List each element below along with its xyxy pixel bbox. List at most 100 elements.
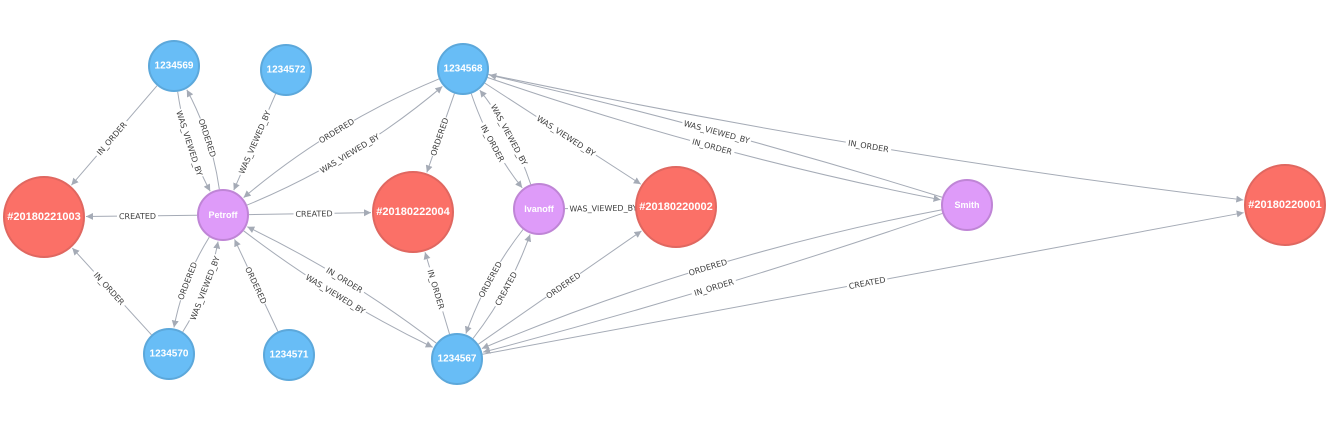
relationship-label-background <box>173 107 206 179</box>
product-node[interactable]: 1234568 <box>437 43 489 95</box>
product-node[interactable]: 1234572 <box>260 44 312 96</box>
relationship-label-background <box>174 259 200 302</box>
order-node[interactable]: #20180220002 <box>635 166 717 248</box>
relationship-label-background <box>844 136 893 156</box>
relationship-was-viewed-by[interactable]: WAS_VIEWED_BY <box>233 93 277 191</box>
relationship-label: WAS_VIEWED_BY <box>535 114 597 159</box>
relationship-label-background <box>302 270 369 318</box>
relationship-was-viewed-by[interactable]: WAS_VIEWED_BY <box>564 202 640 215</box>
product-node-label: 1234568 <box>444 64 483 75</box>
relationship-label-background <box>293 207 335 220</box>
relationship-in-order[interactable]: IN_ORDER <box>71 247 152 336</box>
relationship-label: IN_ORDER <box>95 120 129 157</box>
order-node-label: #20180220002 <box>639 201 712 213</box>
relationship-label-background <box>427 115 452 158</box>
relationship-label-background <box>195 116 220 160</box>
relationship-label-background <box>680 117 753 147</box>
relationship-label: IN_ORDER <box>425 269 445 311</box>
order-node[interactable]: #20180221003 <box>3 176 85 258</box>
relationship-label: IN_ORDER <box>693 277 735 298</box>
relationship-label-background <box>316 115 357 147</box>
relationship-label-background <box>242 264 270 307</box>
relationship-label-background <box>186 253 223 324</box>
order-node-label: #20180221003 <box>7 211 80 223</box>
relationship-in-order[interactable]: IN_ORDER <box>487 77 941 202</box>
relationship-label-background <box>475 258 505 301</box>
relationship-label-background <box>487 100 532 169</box>
order-node[interactable]: #20180222004 <box>372 171 454 253</box>
relationship-was-viewed-by[interactable]: WAS_VIEWED_BY <box>489 73 943 198</box>
relationship-label: ORDERED <box>545 271 583 301</box>
relationship-label: IN_ORDER <box>92 271 127 308</box>
customer-node[interactable]: Ivanoff <box>513 183 565 235</box>
relationship-created[interactable]: CREATED <box>482 210 1244 355</box>
relationship-line[interactable] <box>487 77 941 202</box>
relationship-line[interactable] <box>488 73 1244 203</box>
relationship-label-background <box>491 267 521 310</box>
customer-node[interactable]: Petroff <box>197 189 249 241</box>
relationship-label: WAS_VIEWED_BY <box>237 109 272 175</box>
product-node-circle[interactable] <box>148 40 200 92</box>
relationship-label-background <box>690 275 738 300</box>
relationship-label: IN_ORDER <box>847 139 889 155</box>
nodes-layer: 1234569 1234572 1234568 1234570 1234571 12345… <box>3 40 1326 385</box>
relationship-label: ORDERED <box>196 118 217 159</box>
relationship-label-background <box>845 273 889 292</box>
customer-node-circle[interactable] <box>513 183 565 235</box>
product-node[interactable]: 1234567 <box>431 333 483 385</box>
product-node[interactable]: 1234570 <box>143 328 195 380</box>
relationship-label: ORDERED <box>688 258 729 278</box>
relationship-ordered[interactable]: ORDERED <box>425 93 455 173</box>
product-node-circle[interactable] <box>431 333 483 385</box>
order-node-circle[interactable] <box>372 171 454 253</box>
relationship-label-background <box>316 130 383 177</box>
customer-node-circle[interactable] <box>197 189 249 241</box>
product-node-circle[interactable] <box>263 329 315 381</box>
product-node[interactable]: 1234569 <box>148 40 200 92</box>
order-node-circle[interactable] <box>1244 164 1326 246</box>
relationship-label-background <box>92 117 131 160</box>
relationship-label-background <box>322 263 368 297</box>
customer-node-label: Smith <box>954 200 979 210</box>
product-node-circle[interactable] <box>143 328 195 380</box>
relationship-label-background <box>116 210 159 222</box>
relationship-label-background <box>533 111 599 160</box>
relationship-label: WAS_VIEWED_BY <box>569 204 637 214</box>
relationship-label-background <box>686 256 730 279</box>
relationship-label-background <box>235 107 274 178</box>
product-node-label: 1234571 <box>270 350 309 361</box>
relationship-label-background <box>688 135 736 158</box>
product-node-label: 1234570 <box>150 349 189 360</box>
product-node-circle[interactable] <box>260 44 312 96</box>
order-node[interactable]: #20180220001 <box>1244 164 1326 246</box>
relationship-created[interactable]: CREATED <box>248 207 372 220</box>
order-node-label: #20180220001 <box>1248 199 1321 211</box>
customer-node-circle[interactable] <box>941 179 993 231</box>
relationship-label: CREATED <box>119 212 156 221</box>
relationship-created[interactable]: CREATED <box>85 210 198 222</box>
relationship-label-background <box>567 202 640 215</box>
product-node-label: 1234569 <box>155 61 194 72</box>
relationship-label-background <box>424 265 449 313</box>
customer-node[interactable]: Smith <box>941 179 993 231</box>
relationship-in-order[interactable]: IN_ORDER <box>71 85 158 186</box>
order-node-circle[interactable] <box>3 176 85 258</box>
product-node-circle[interactable] <box>437 43 489 95</box>
product-node-label: 1234567 <box>438 354 477 365</box>
relationship-label: ORDERED <box>317 117 356 145</box>
relationship-in-order[interactable]: IN_ORDER <box>423 252 451 335</box>
relationship-ordered[interactable]: ORDERED <box>234 239 279 332</box>
relationship-in-order[interactable]: IN_ORDER <box>488 73 1244 203</box>
product-node-label: 1234572 <box>267 65 306 76</box>
order-node-label: #20180222004 <box>376 206 450 218</box>
relationship-label-background <box>543 269 584 302</box>
relationship-label-background <box>476 120 509 167</box>
relationship-label: ORDERED <box>176 261 199 301</box>
product-node[interactable]: 1234571 <box>263 329 315 381</box>
customer-node-label: Petroff <box>209 210 239 220</box>
relationship-label-background <box>89 267 129 310</box>
customer-node-label: Ivanoff <box>524 204 555 214</box>
relationship-label: CREATED <box>295 209 332 219</box>
order-node-circle[interactable] <box>635 166 717 248</box>
